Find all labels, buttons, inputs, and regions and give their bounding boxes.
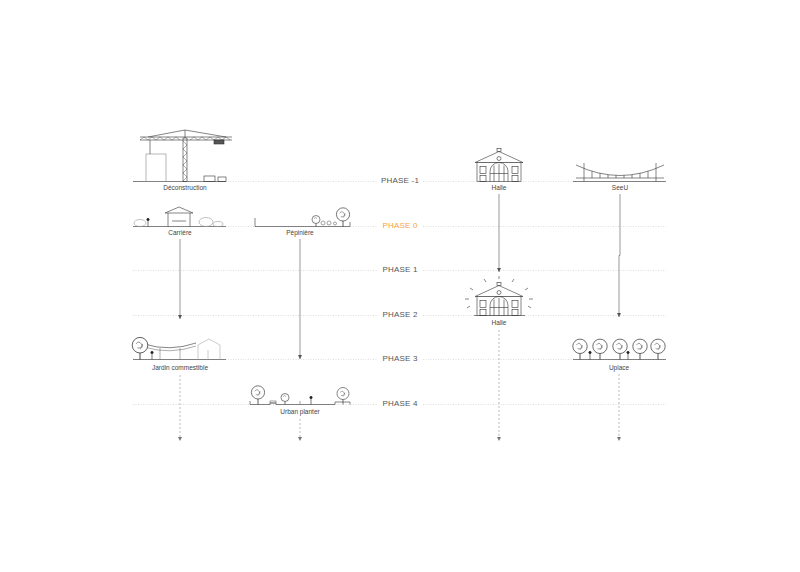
phase-arrow bbox=[178, 239, 182, 319]
item-caption: Jardin commestible bbox=[150, 364, 210, 372]
phase-item: Carrière bbox=[133, 205, 227, 237]
phase-label: PHASE -1 bbox=[377, 176, 423, 186]
phase-label: PHASE 1 bbox=[378, 265, 421, 275]
phase-item: Jardin commestible bbox=[133, 319, 228, 372]
item-caption: Carrière bbox=[166, 229, 193, 237]
phase-label: PHASE 0 bbox=[378, 221, 421, 231]
phase-item: SeeU bbox=[573, 162, 667, 192]
phase-item: Déconstruction bbox=[137, 129, 233, 192]
phase-item: Halle bbox=[472, 146, 526, 192]
item-caption: Uplace bbox=[607, 364, 631, 372]
phase-item: Pépinière bbox=[251, 208, 349, 237]
item-caption: Urban planter bbox=[278, 408, 321, 416]
item-caption: Pépinière bbox=[284, 229, 315, 237]
item-caption: Déconstruction bbox=[161, 184, 208, 192]
phase-label: PHASE 3 bbox=[378, 354, 421, 364]
phase-label: PHASE 2 bbox=[378, 310, 421, 320]
item-caption: Halle bbox=[490, 184, 509, 192]
phase-arrow bbox=[617, 194, 621, 317]
phase-item: Uplace bbox=[572, 317, 667, 372]
phase-arrow bbox=[298, 239, 302, 359]
phase-item: Urban planter bbox=[249, 359, 351, 416]
phase-arrow bbox=[497, 194, 501, 272]
phase-item: Halle bbox=[464, 272, 534, 327]
item-caption: SeeU bbox=[610, 184, 630, 192]
phase-label: PHASE 4 bbox=[378, 399, 421, 409]
item-caption: Halle bbox=[490, 319, 509, 327]
